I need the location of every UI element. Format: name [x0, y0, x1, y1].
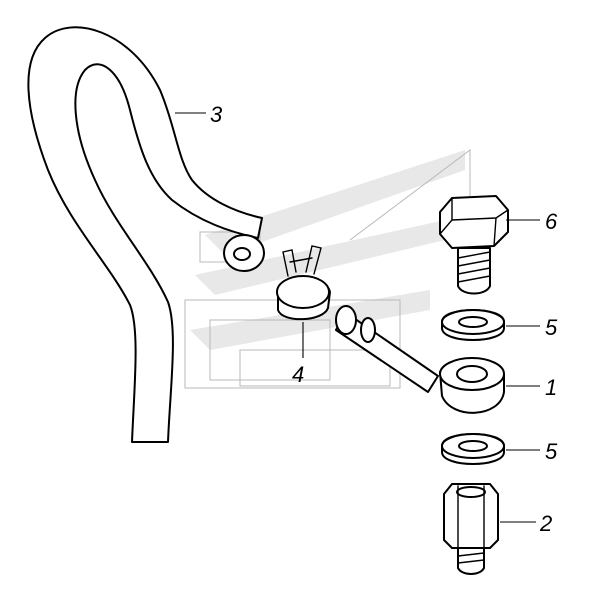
leader-lines — [175, 112, 540, 523]
callout-6: 6 — [545, 209, 558, 234]
clamp-part-4 — [276, 245, 331, 321]
callout-3: 3 — [210, 102, 223, 127]
washer-part-5-lower — [441, 433, 505, 465]
banjo-fitting-part-1 — [335, 305, 505, 414]
callout-1: 1 — [545, 375, 557, 400]
hose-part-3 — [27, 26, 265, 443]
washer-part-5-upper — [441, 309, 505, 341]
callout-5-upper: 5 — [545, 315, 558, 340]
callout-5-lower: 5 — [545, 439, 558, 464]
background-watermark — [184, 149, 471, 389]
bolt-part-6 — [439, 195, 509, 295]
adapter-part-2 — [443, 483, 499, 575]
callout-2: 2 — [539, 511, 552, 536]
callout-4: 4 — [292, 362, 304, 387]
